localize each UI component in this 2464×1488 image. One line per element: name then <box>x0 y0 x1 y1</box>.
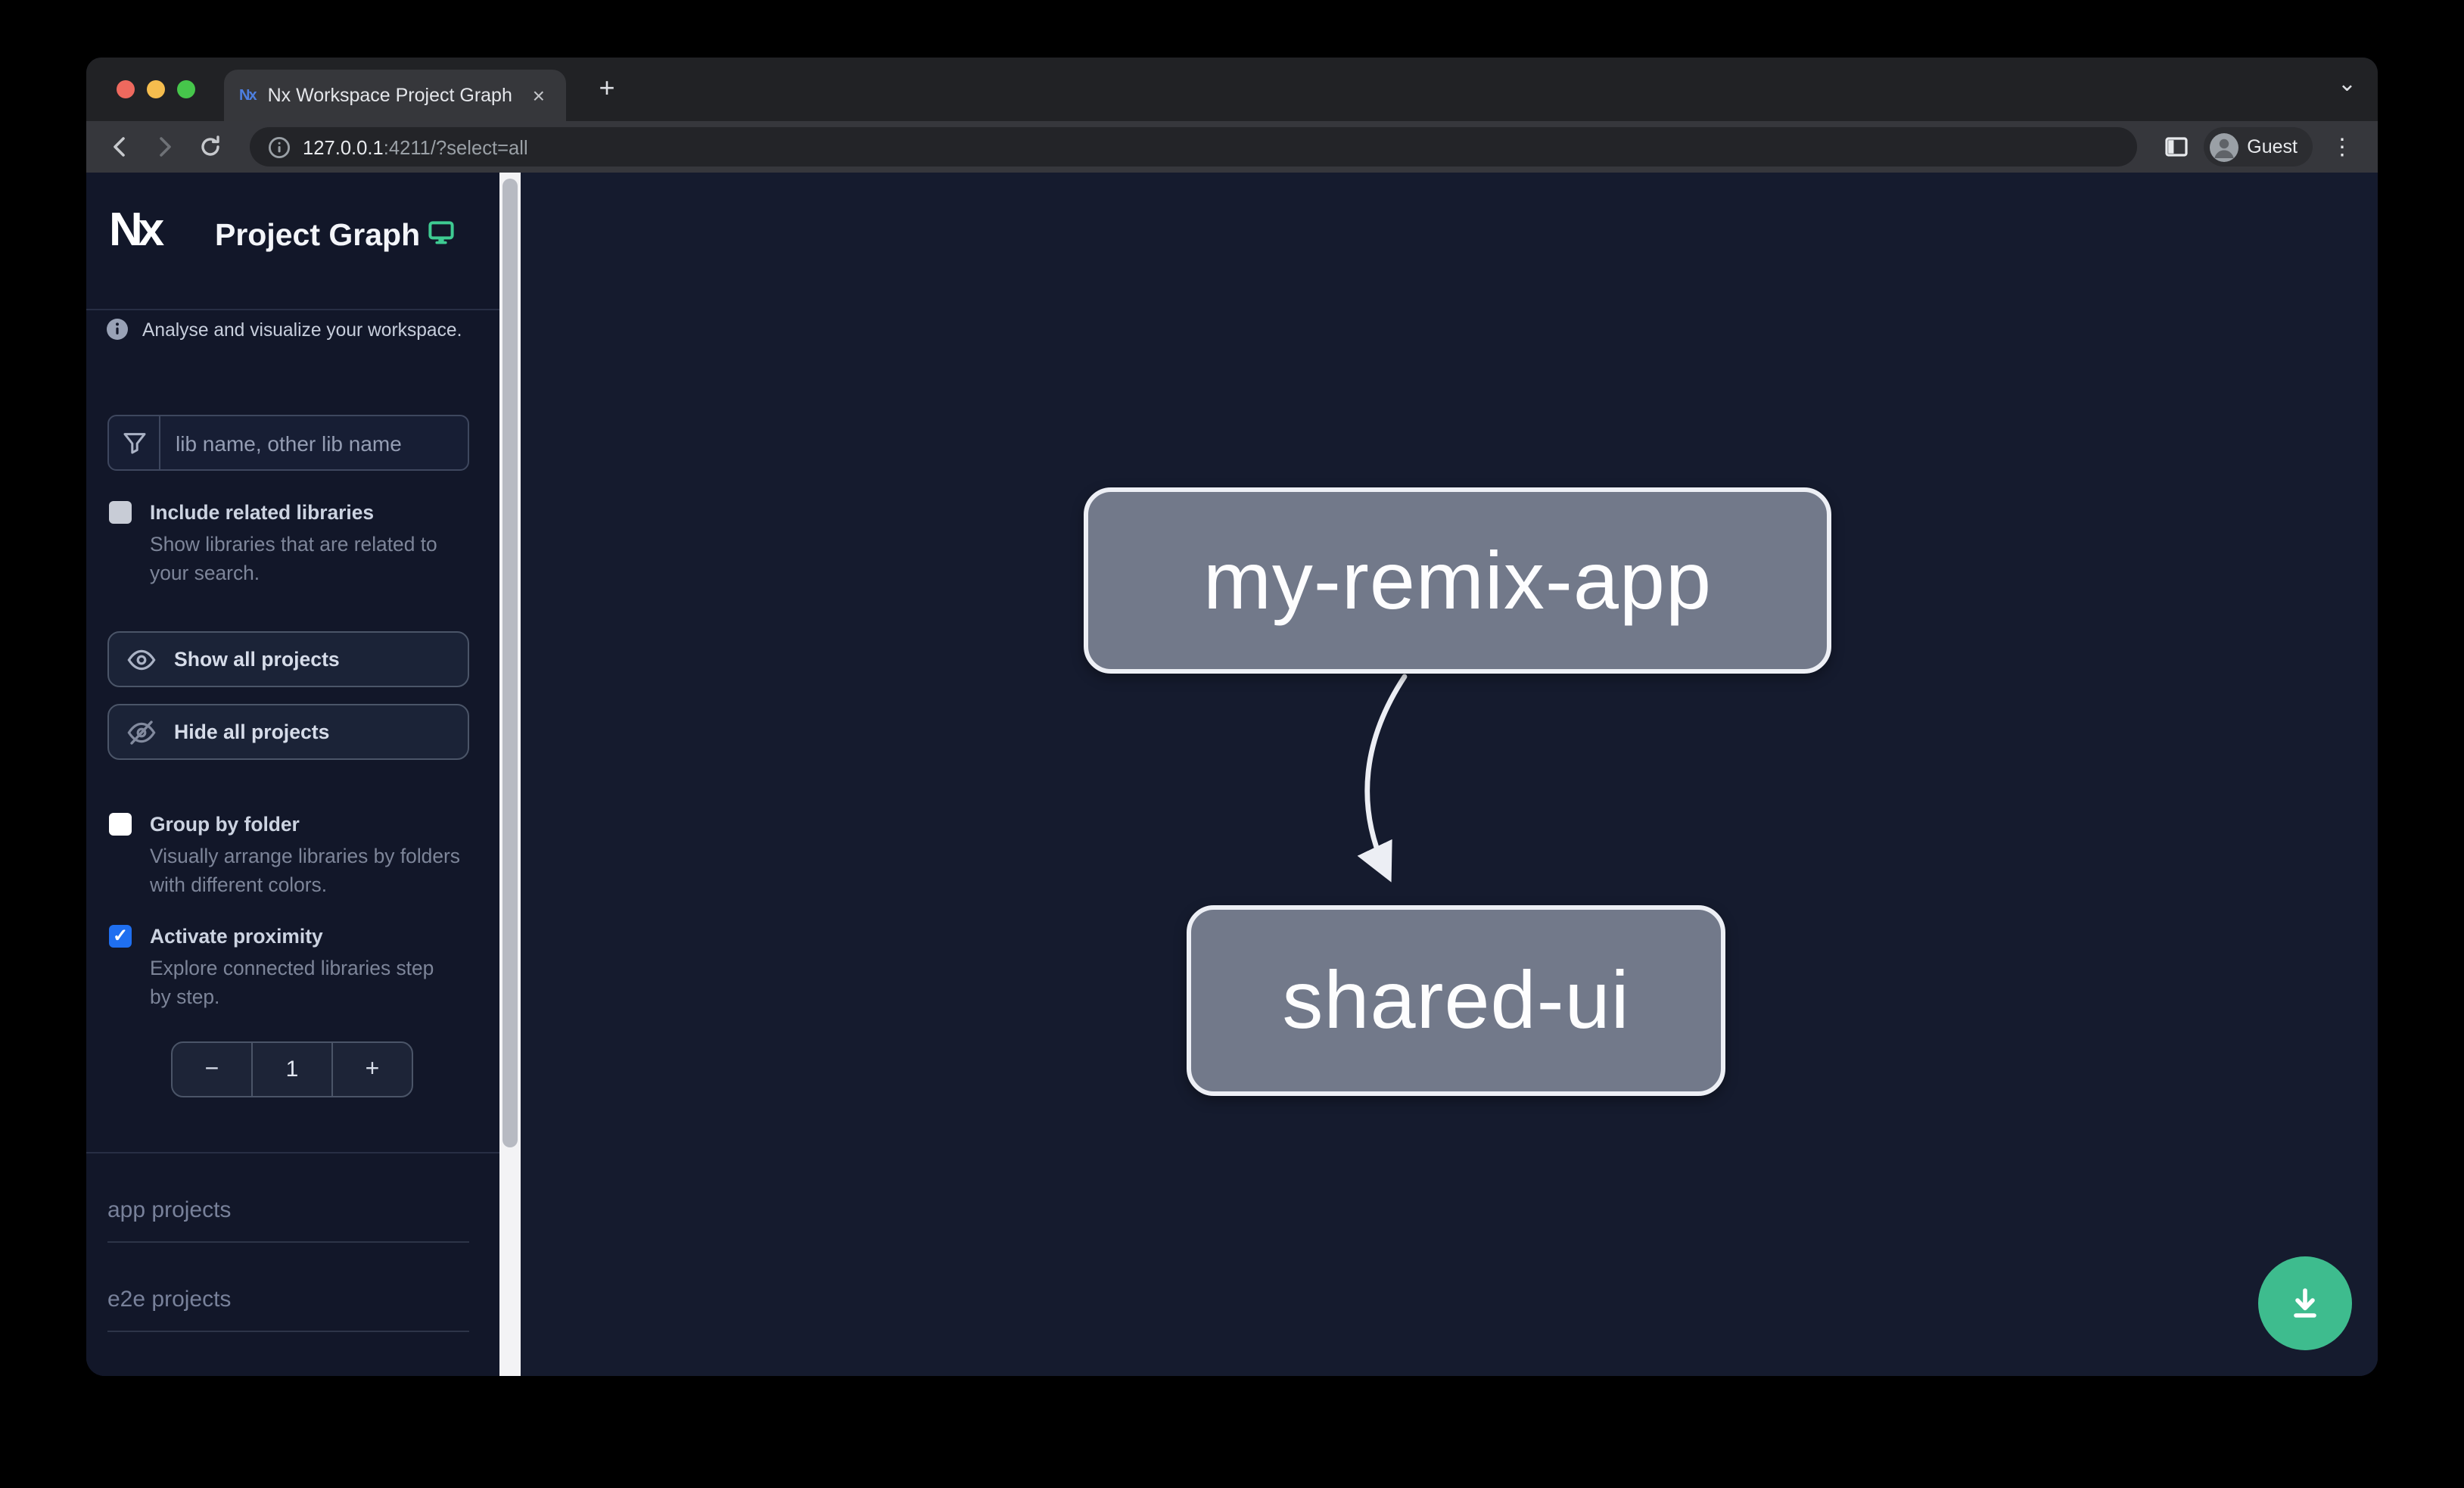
tab-title: Nx Workspace Project Graph <box>267 85 512 106</box>
browser-window: Nx Nx Workspace Project Graph × + ⌄ 127.… <box>86 58 2378 1376</box>
section-app-projects: app projects <box>107 1197 232 1223</box>
proximity-value: 1 <box>251 1043 333 1096</box>
activate-proximity-option: ✓ Activate proximity Explore connected l… <box>109 923 460 1011</box>
profile-button[interactable]: Guest <box>2203 127 2313 167</box>
show-all-projects-button[interactable]: Show all projects <box>107 631 469 687</box>
info-icon <box>107 319 128 340</box>
tab-search-chevron-icon[interactable]: ⌄ <box>2337 71 2357 97</box>
filter-icon <box>123 432 145 453</box>
back-button[interactable] <box>101 129 138 165</box>
download-graph-button[interactable] <box>2258 1256 2352 1350</box>
group-by-folder-label[interactable]: Group by folder <box>150 813 300 836</box>
show-all-projects-label: Show all projects <box>174 648 340 671</box>
graph-canvas[interactable]: my-remix-app shared-ui <box>521 173 2378 1376</box>
group-by-folder-description: Visually arrange libraries by folders wi… <box>150 845 460 896</box>
include-related-description: Show libraries that are related to your … <box>150 533 437 584</box>
zoom-window-button[interactable] <box>177 80 195 98</box>
include-related-label[interactable]: Include related libraries <box>150 501 375 524</box>
filter-icon-box <box>109 416 160 469</box>
section-e2e-projects: e2e projects <box>107 1287 232 1312</box>
browser-tab[interactable]: Nx Nx Workspace Project Graph × <box>224 70 566 121</box>
browser-toolbar: 127.0.0.1:4211/?select=all Guest ⋮ <box>86 121 2378 173</box>
proximity-stepper: − 1 + <box>171 1041 413 1097</box>
activate-proximity-checkbox[interactable]: ✓ <box>109 925 132 948</box>
eye-off-icon <box>127 720 156 744</box>
download-icon <box>2294 1288 2316 1318</box>
section-rule <box>107 1241 469 1243</box>
address-bar[interactable]: 127.0.0.1:4211/?select=all <box>250 127 2137 167</box>
group-by-folder-option: Group by folder Visually arrange librari… <box>109 811 460 899</box>
traffic-lights <box>117 80 195 98</box>
filter-field <box>107 415 469 471</box>
profile-name: Guest <box>2247 136 2298 157</box>
tab-strip: Nx Nx Workspace Project Graph × + ⌄ <box>86 58 2378 121</box>
sidebar-header: Nx Project Graph <box>86 173 499 310</box>
avatar-icon <box>2209 132 2238 161</box>
group-by-folder-checkbox[interactable] <box>109 813 132 836</box>
node-shared-ui-label: shared-ui <box>1282 955 1630 1046</box>
page-title: Project Graph <box>215 218 421 253</box>
proximity-decrement-button[interactable]: − <box>204 1056 219 1082</box>
edge-my-remix-app-to-shared-ui <box>1357 674 1408 883</box>
filter-input[interactable] <box>160 416 468 469</box>
include-related-checkbox[interactable] <box>109 501 132 524</box>
eye-icon <box>127 649 156 670</box>
new-tab-button[interactable]: + <box>599 73 615 103</box>
tagline-text: Analyse and visualize your workspace. <box>142 319 462 340</box>
scrollbar-thumb[interactable] <box>502 179 518 1147</box>
sidebar-divider <box>86 1152 499 1153</box>
minimize-window-button[interactable] <box>147 80 165 98</box>
nx-favicon-icon: Nx <box>239 87 257 104</box>
sidebar: Nx Project Graph Analyse and visualize y… <box>86 173 499 1376</box>
monitor-icon[interactable] <box>428 221 454 245</box>
node-my-remix-app-label: my-remix-app <box>1202 535 1713 626</box>
reload-button[interactable] <box>192 129 229 165</box>
include-related-option: Include related libraries Show libraries… <box>109 500 460 587</box>
section-rule <box>107 1331 469 1332</box>
side-panel-button[interactable] <box>2158 129 2194 165</box>
tagline-row: Analyse and visualize your workspace. <box>106 318 462 341</box>
site-info-icon[interactable] <box>268 135 291 158</box>
node-my-remix-app[interactable]: my-remix-app <box>1084 487 1831 674</box>
proximity-increment-button[interactable]: + <box>365 1056 380 1082</box>
node-shared-ui[interactable]: shared-ui <box>1187 905 1725 1096</box>
browser-menu-icon[interactable]: ⋮ <box>2331 135 2354 160</box>
url-text[interactable]: 127.0.0.1:4211/?select=all <box>303 135 528 158</box>
hide-all-projects-label: Hide all projects <box>174 721 330 743</box>
activate-proximity-description: Explore connected libraries step by step… <box>150 957 434 1008</box>
sidebar-scrollbar[interactable] <box>499 173 521 1376</box>
nx-logo: Nx <box>109 203 164 256</box>
forward-button[interactable] <box>147 129 183 165</box>
activate-proximity-label[interactable]: Activate proximity <box>150 925 323 948</box>
hide-all-projects-button[interactable]: Hide all projects <box>107 704 469 760</box>
close-window-button[interactable] <box>117 80 135 98</box>
tab-close-icon[interactable]: × <box>532 83 545 107</box>
